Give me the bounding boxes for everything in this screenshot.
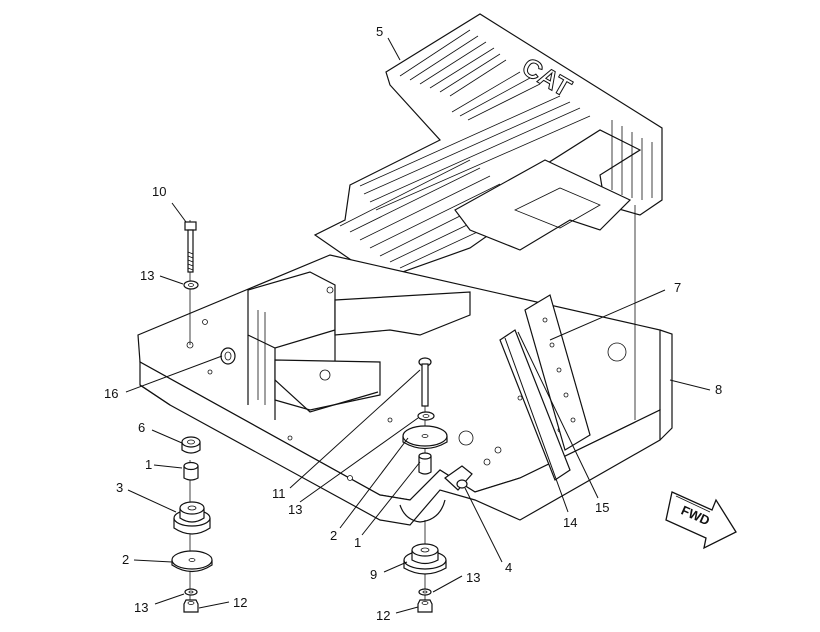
console-box	[247, 271, 471, 420]
callout-14: 14	[563, 515, 577, 530]
washer-13-center	[417, 411, 435, 421]
callout-1-center: 1	[354, 535, 361, 550]
washer-13-lower-center	[418, 588, 432, 596]
callout-13-lower-center: 13	[466, 570, 480, 585]
washer-13-upper	[183, 280, 199, 290]
callout-11: 11	[272, 486, 286, 501]
callout-8: 8	[715, 382, 722, 397]
spacer-6	[181, 436, 201, 454]
fitting-16	[220, 347, 236, 365]
isolator-3	[173, 501, 211, 535]
callout-12-center: 12	[376, 608, 390, 623]
callout-4: 4	[505, 560, 512, 575]
plate-2-left	[171, 550, 213, 573]
callout-7: 7	[674, 280, 681, 295]
callout-13-upper: 13	[140, 268, 154, 283]
callout-13-lower-left: 13	[134, 600, 148, 615]
leader-lines	[125, 37, 711, 614]
bolt-11	[418, 357, 432, 407]
callout-9: 9	[370, 567, 377, 582]
callout-12-left: 12	[233, 595, 247, 610]
sleeve-1-center	[418, 452, 432, 475]
washer-13-lower-left	[184, 588, 198, 596]
plate-2-center	[402, 425, 448, 450]
callout-16: 16	[104, 386, 118, 401]
callout-5: 5	[376, 24, 383, 39]
callout-1-left: 1	[145, 457, 152, 472]
sleeve-1-left	[183, 461, 199, 481]
callout-2-left: 2	[122, 552, 129, 567]
callout-labels: 5 10 13 16 6 1 3 2 13 12 7 8 11 13 2 1 4…	[104, 24, 722, 623]
floor-mat: CAT	[313, 13, 663, 281]
callout-6: 6	[138, 420, 145, 435]
nut-12-left	[183, 599, 199, 613]
mounting-brackets	[499, 294, 591, 481]
callout-10: 10	[152, 184, 166, 199]
callout-3: 3	[116, 480, 123, 495]
isolator-9	[403, 543, 447, 575]
callout-15: 15	[595, 500, 609, 515]
callout-13-center: 13	[288, 502, 302, 517]
callout-2-center: 2	[330, 528, 337, 543]
forward-direction-arrow: FWD	[665, 491, 737, 550]
clip-4	[444, 465, 473, 491]
nut-12-center	[417, 599, 433, 613]
bolt-10	[184, 221, 197, 273]
